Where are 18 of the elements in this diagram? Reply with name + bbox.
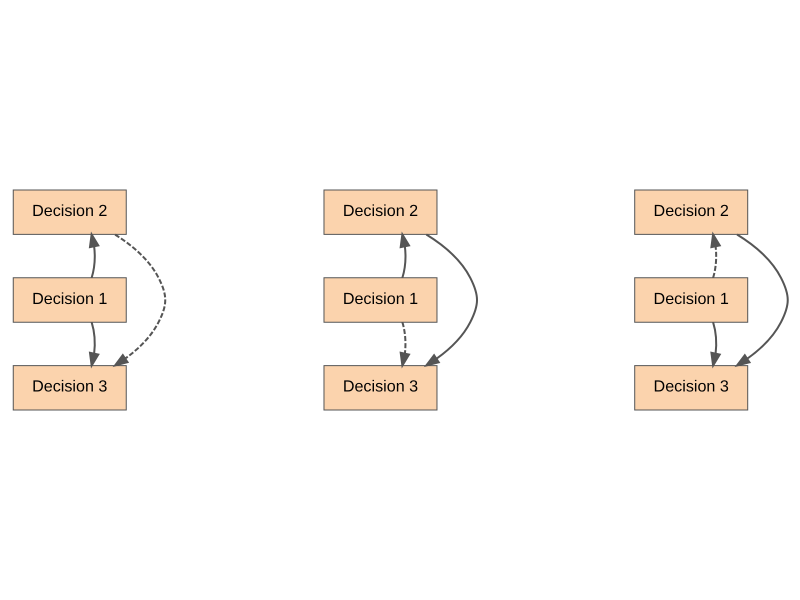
- node-box: Decision 3: [12, 365, 126, 410]
- node-box: Decision 3: [634, 365, 748, 410]
- node-box: Decision 1: [322, 277, 437, 323]
- arrow: [112, 234, 166, 368]
- arrow: [88, 231, 100, 278]
- arrow: [399, 231, 410, 278]
- arrow: [710, 322, 721, 368]
- node-box: Decision 2: [322, 190, 437, 235]
- node-box: Decision 3: [322, 365, 437, 410]
- arrow: [399, 322, 410, 368]
- node-box: Decision 1: [12, 277, 126, 323]
- arrow: [710, 231, 721, 278]
- arrow: [734, 234, 788, 368]
- node-box: Decision 2: [12, 190, 126, 235]
- node-box: Decision 1: [634, 277, 748, 323]
- arrow: [423, 234, 478, 368]
- arrow: [88, 322, 100, 368]
- node-box: Decision 2: [634, 190, 748, 235]
